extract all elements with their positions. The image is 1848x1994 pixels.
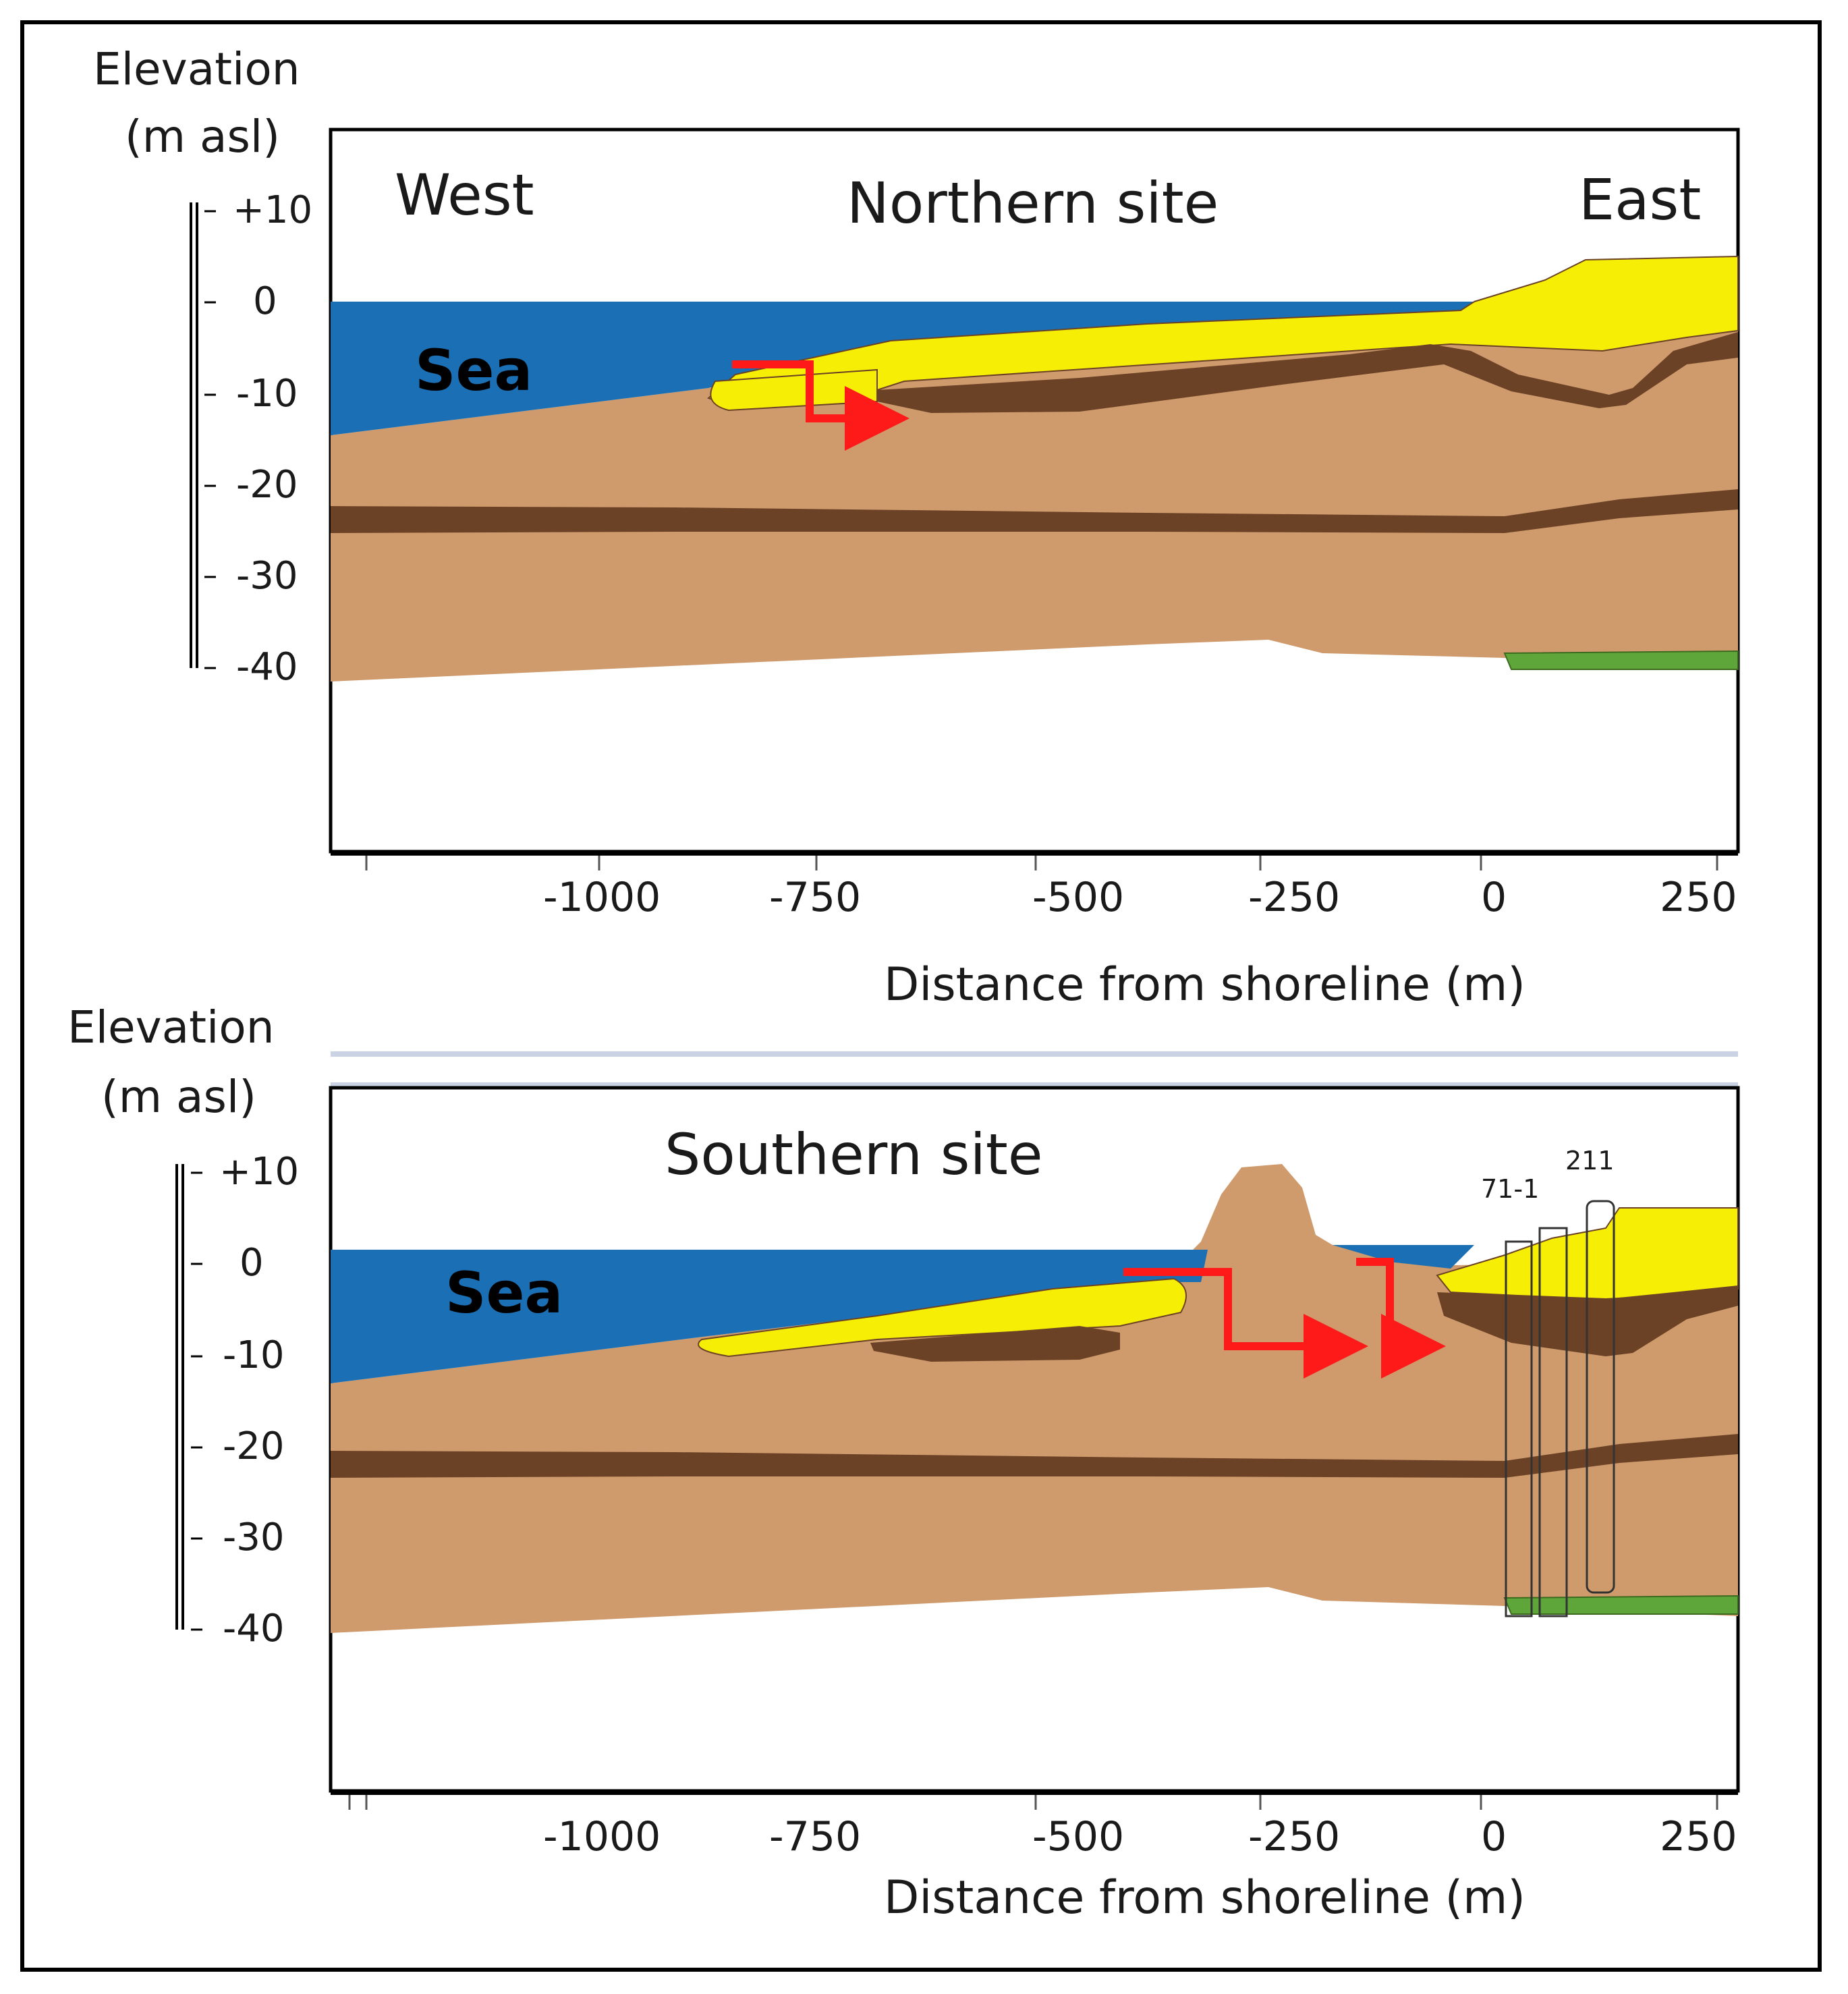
northern-y-tick-label: 0 — [253, 279, 277, 323]
southern-wells — [1505, 1200, 1615, 1617]
southern-x-tick-label: 0 — [1481, 1813, 1507, 1860]
southern-x-tick-label: -750 — [769, 1813, 861, 1860]
southern-sea-label: Sea — [445, 1260, 563, 1326]
southern-site-label: Southern site — [665, 1121, 1043, 1188]
southern-y-tick-label: -30 — [223, 1516, 284, 1559]
southern-flow-arrow — [1356, 1258, 1446, 1379]
southern-y-axis-title-line1: Elevation — [67, 1001, 275, 1053]
northern-x-axis-title: Distance from shoreline (m) — [884, 958, 1525, 1012]
northern-green-aquifer — [1503, 650, 1739, 670]
northern-upper-clay — [877, 332, 1738, 413]
southern-x-axis-title: Distance from shoreline (m) — [884, 1871, 1525, 1924]
figure-frame — [20, 20, 1822, 1972]
southern-flow-arrow — [1123, 1268, 1368, 1379]
southern-x-tick-label: -500 — [1032, 1813, 1124, 1860]
northern-y-tick-label: -30 — [236, 554, 298, 598]
northern-sand-lens — [710, 368, 878, 412]
northern-sea — [331, 302, 1474, 435]
southern-clay-band — [331, 1434, 1738, 1478]
northern-x-axis-line — [331, 852, 1738, 856]
northern-x-tick-label: -750 — [769, 874, 861, 921]
southern-green-aquifer — [1503, 1595, 1739, 1615]
northern-west-label: West — [395, 162, 534, 228]
well-label-211: 211 — [1565, 1146, 1615, 1175]
northern-y-tick-label: +10 — [233, 188, 312, 232]
northern-y-tick-label: -20 — [236, 463, 298, 507]
northern-y-tick-label: -40 — [236, 645, 298, 689]
southern-x-ticks: -1000 -750 -500 -250 0 250 — [348, 1795, 1737, 1860]
northern-panel: West Northern site East Sea Elevation (m… — [93, 43, 1740, 1012]
northern-sea-label: Sea — [415, 337, 532, 404]
southern-clay-lens — [870, 1326, 1120, 1362]
northern-y-axis-title-line2: (m asl) — [125, 111, 280, 163]
southern-y-tick-label: +10 — [219, 1150, 299, 1194]
northern-y-tick-label: -10 — [236, 372, 298, 416]
northern-x-tick-label: 0 — [1481, 874, 1507, 921]
well-label-71-1: 71-1 — [1481, 1174, 1539, 1204]
southern-lagoon — [1333, 1245, 1474, 1269]
northern-x-tick-label: -1000 — [543, 874, 661, 921]
northern-silt-layer — [331, 290, 1738, 682]
southern-sand-west — [698, 1277, 1187, 1358]
southern-x-tick-label: -1000 — [543, 1813, 661, 1860]
southern-panel: Southern site Sea 71-1 211 Elevation (m … — [67, 1001, 1740, 1924]
northern-x-tick-label: -250 — [1248, 874, 1340, 921]
northern-site-label: Northern site — [847, 170, 1219, 236]
panel-separator — [331, 1051, 1738, 1057]
southern-x-tick-label: -250 — [1248, 1813, 1340, 1860]
northern-x-ticks: -1000 -750 -500 -250 0 250 — [365, 856, 1737, 921]
northern-flow-arrow — [732, 360, 909, 451]
southern-x-axis-line — [331, 1791, 1738, 1795]
southern-y-tick-label: -10 — [223, 1333, 284, 1377]
northern-east-label: East — [1579, 167, 1701, 233]
northern-x-tick-label: 250 — [1660, 874, 1737, 921]
northern-x-tick-label: -500 — [1032, 874, 1124, 921]
southern-sea — [331, 1250, 1208, 1383]
northern-y-ticks: +10 0 -10 -20 -30 -40 — [204, 188, 312, 689]
northern-y-axis-title-line1: Elevation — [93, 43, 300, 95]
southern-y-axis-title-line2: (m asl) — [101, 1071, 256, 1123]
southern-y-tick-label: 0 — [240, 1241, 264, 1285]
southern-y-tick-label: -40 — [223, 1607, 284, 1651]
panel-separator — [331, 1082, 1738, 1088]
northern-sand-layer — [707, 255, 1739, 406]
southern-y-tick-label: -20 — [223, 1424, 284, 1468]
southern-x-tick-label: 250 — [1660, 1813, 1737, 1860]
northern-clay-band — [331, 489, 1738, 533]
southern-y-ticks: +10 0 -10 -20 -30 -40 — [191, 1150, 299, 1651]
